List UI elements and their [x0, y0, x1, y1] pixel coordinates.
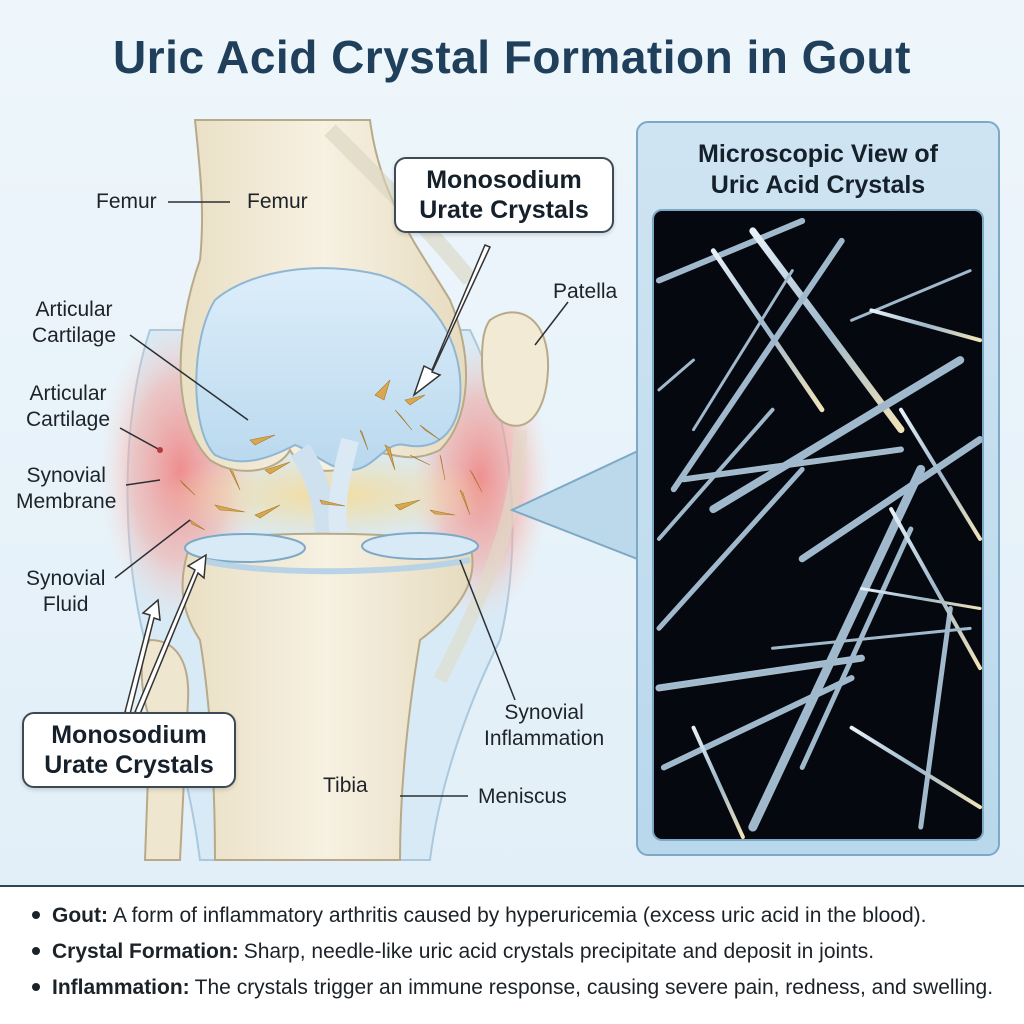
label-articular-cartilage-2: Articular Cartilage: [26, 382, 111, 431]
note-inflammation: Inflammation: The crystals trigger an im…: [32, 976, 1012, 1000]
label-synovial-fluid: Synovial Fluid: [26, 567, 106, 616]
meniscus-right: [361, 532, 479, 560]
bullet-icon: [32, 947, 40, 955]
note-text: The crystals trigger an immune response,…: [194, 976, 994, 999]
note-term: Gout:: [52, 904, 108, 927]
label-femur-left: Femur: [96, 190, 157, 213]
key-notes-list: Gout: A form of inflammatory arthritis c…: [32, 904, 1012, 1012]
note-term: Inflammation:: [52, 976, 190, 999]
bullet-icon: [32, 983, 40, 991]
knee-joint-illustration: [100, 119, 641, 861]
label-articular-cartilage-1: Articular Cartilage: [32, 298, 117, 347]
microscope-image: [652, 209, 984, 841]
label-synovial-inflammation: Synovial Inflammation: [484, 701, 605, 750]
urate-crystal-deposits: [179, 379, 483, 531]
note-text: Sharp, needle-like uric acid crystals pr…: [243, 940, 875, 963]
note-gout: Gout: A form of inflammatory arthritis c…: [32, 904, 1012, 928]
bullet-icon: [32, 911, 40, 919]
label-tibia: Tibia: [323, 774, 368, 797]
page-title: Uric Acid Crystal Formation in Gout: [113, 31, 911, 83]
note-crystal-formation: Crystal Formation: Sharp, needle-like ur…: [32, 940, 1012, 964]
callout-urate-crystals-bottom: Monosodium Urate Crystals: [22, 712, 236, 788]
microscopic-view-panel: Microscopic View of Uric Acid Crystals: [636, 121, 1000, 856]
label-synovial-membrane: Synovial Membrane: [16, 464, 117, 513]
label-meniscus: Meniscus: [478, 785, 567, 808]
note-text: A form of inflammatory arthritis caused …: [112, 904, 927, 927]
note-term: Crystal Formation:: [52, 940, 239, 963]
microscopic-view-title: Microscopic View of Uric Acid Crystals: [698, 140, 938, 199]
label-patella: Patella: [553, 280, 618, 303]
callout-urate-crystals-top: Monosodium Urate Crystals: [394, 157, 614, 233]
patella-bone: [480, 311, 550, 427]
label-femur-right: Femur: [247, 190, 308, 213]
crystal-needles-image: [655, 217, 982, 839]
femur-cartilage: [195, 267, 462, 472]
meniscus-left: [184, 533, 306, 563]
section-divider: [0, 885, 1024, 887]
